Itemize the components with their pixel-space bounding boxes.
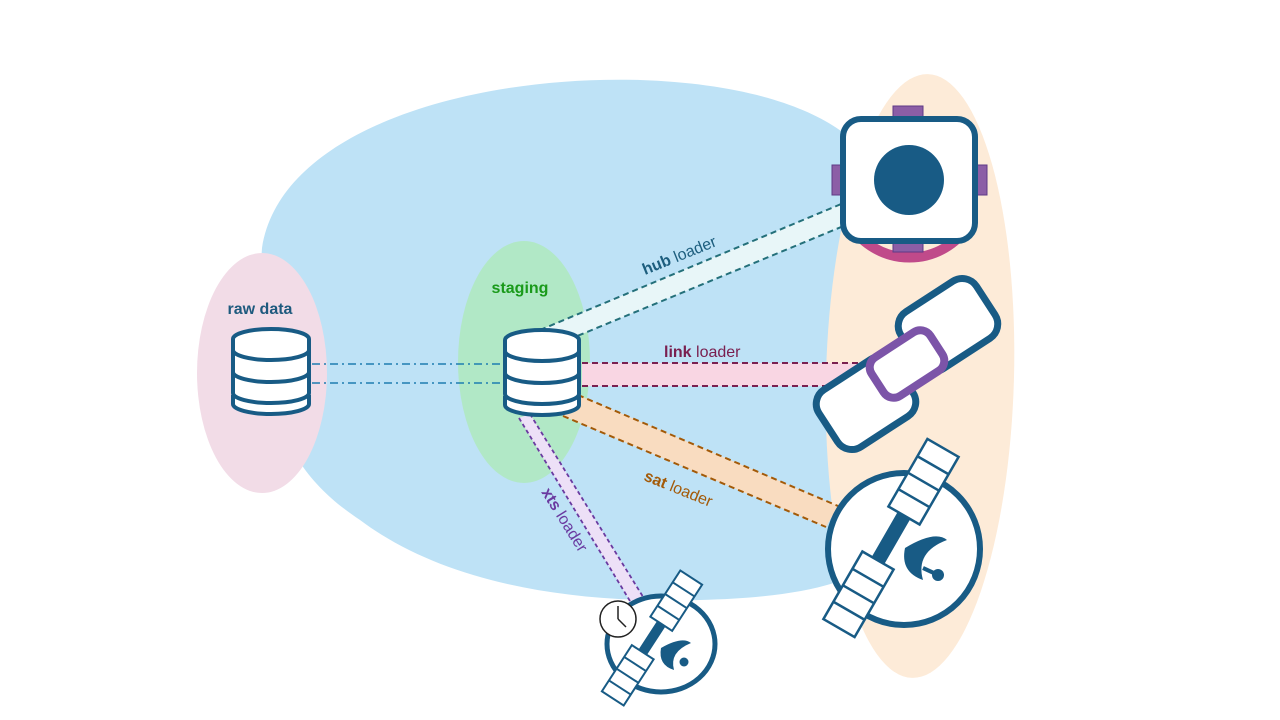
link-loader-connector: [582, 362, 860, 387]
satellite-icon: [821, 437, 983, 639]
xts-loader-connector: [518, 413, 646, 607]
hub-loader-connector: [539, 201, 847, 352]
hub-icon: [831, 105, 988, 263]
clock-icon: [599, 600, 637, 638]
raw-data-label: raw data: [228, 301, 293, 318]
sat-loader-connector: [562, 394, 839, 528]
link-icon: [812, 274, 1002, 454]
staging-label: staging: [492, 280, 549, 297]
link-loader-label: link loader: [664, 344, 741, 361]
database-icon: [231, 327, 311, 416]
raw-to-staging-connector: [312, 363, 503, 384]
database-icon: [503, 328, 581, 417]
